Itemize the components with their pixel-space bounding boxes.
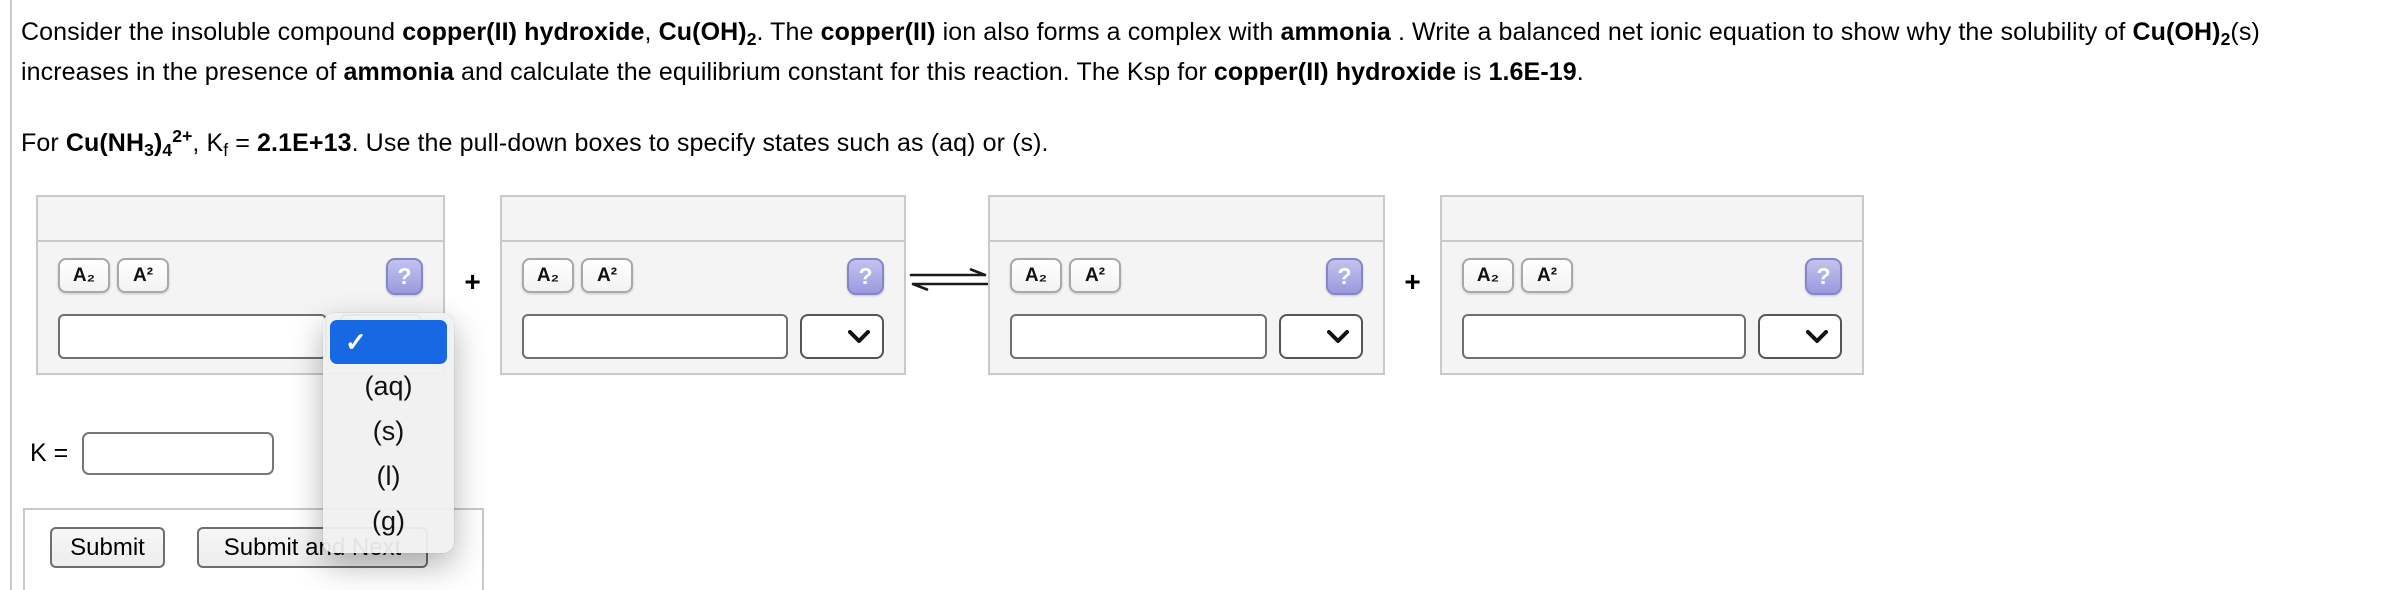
panel-2-body: A₂ A² ?	[502, 242, 904, 373]
panel-4-header	[1442, 197, 1862, 242]
panel-1-header	[38, 197, 443, 242]
subscript-button[interactable]: A₂	[1010, 258, 1062, 293]
subscript-button[interactable]: A₂	[522, 258, 574, 293]
formula-input-1[interactable]	[58, 314, 327, 359]
plus-sign: +	[464, 266, 481, 297]
dropdown-option-blank-selected[interactable]: ✓	[330, 320, 447, 364]
panel-3-header	[990, 197, 1383, 242]
help-icon[interactable]: ?	[1805, 258, 1842, 295]
state-select-4[interactable]	[1758, 314, 1842, 359]
superscript-button[interactable]: A²	[581, 258, 633, 293]
help-icon[interactable]: ?	[1326, 258, 1363, 295]
subscript-button[interactable]: A₂	[58, 258, 110, 293]
help-icon[interactable]: ?	[386, 258, 423, 295]
dropdown-option-aq[interactable]: (aq)	[364, 371, 413, 401]
k-row: K =	[30, 432, 275, 475]
chevron-down-icon	[1327, 330, 1349, 343]
help-icon[interactable]: ?	[847, 258, 884, 295]
chevron-down-icon	[1806, 330, 1828, 343]
subscript-button[interactable]: A₂	[1462, 258, 1514, 293]
formula-input-3[interactable]	[1010, 314, 1267, 359]
species-panel-4: A₂ A² ?	[1440, 195, 1864, 375]
chevron-down-icon	[848, 330, 870, 343]
panel-4-body: A₂ A² ?	[1442, 242, 1862, 373]
equilibrium-arrow-icon	[909, 268, 989, 291]
checkmark-icon: ✓	[345, 326, 367, 357]
dropdown-option-g[interactable]: (g)	[372, 506, 405, 536]
dropdown-option-l[interactable]: (l)	[376, 461, 401, 491]
superscript-button[interactable]: A²	[1521, 258, 1573, 293]
question-paragraph: Consider the insoluble compound copper(I…	[21, 18, 2260, 86]
superscript-button[interactable]: A²	[1069, 258, 1121, 293]
formula-input-2[interactable]	[522, 314, 788, 359]
state-dropdown-menu: ✓ (aq) (s) (l) (g)	[323, 313, 454, 553]
k-value-input[interactable]	[82, 432, 275, 475]
formula-input-4[interactable]	[1462, 314, 1746, 359]
species-panel-1: A₂ A² ?	[36, 195, 445, 375]
question-instructions: For Cu(NH3)42+, Kf = 2.1E+13. Use the pu…	[21, 126, 1049, 160]
submit-button[interactable]: Submit	[50, 527, 165, 568]
content-left-border	[10, 0, 12, 590]
panel-2-header	[502, 197, 904, 242]
species-panel-2: A₂ A² ?	[500, 195, 906, 375]
state-select-3[interactable]	[1279, 314, 1363, 359]
panel-3-body: A₂ A² ?	[990, 242, 1383, 373]
plus-sign: +	[1404, 266, 1421, 297]
k-label: K =	[30, 439, 69, 467]
state-select-2[interactable]	[800, 314, 884, 359]
superscript-button[interactable]: A²	[117, 258, 169, 293]
dropdown-option-s[interactable]: (s)	[372, 416, 405, 446]
species-panel-3: A₂ A² ?	[988, 195, 1385, 375]
